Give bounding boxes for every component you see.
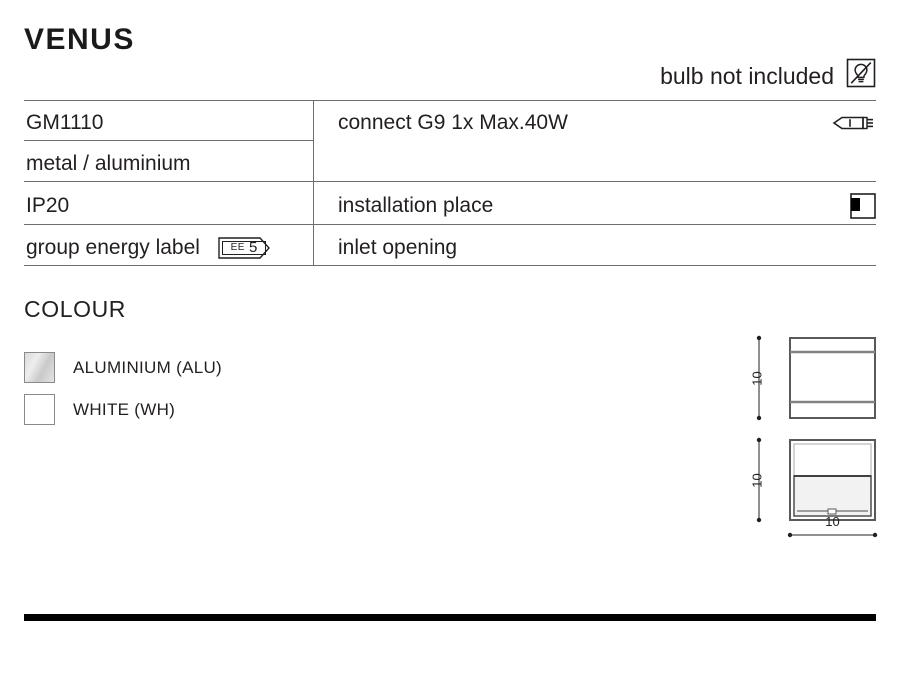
energy-label-badge: EE 5 (218, 237, 270, 259)
energy-label-prefix: EE (230, 242, 245, 253)
dimension-height-front: 10 (749, 371, 765, 386)
swatch-label-white: WHITE (WH) (73, 399, 176, 419)
table-column-divider (313, 101, 314, 265)
dimension-width-side: 10 (825, 514, 840, 529)
technical-drawings: 10 10 10 (735, 330, 885, 545)
table-cell-inlet-opening: inlet opening (338, 236, 458, 259)
table-rule-row2 (24, 181, 876, 182)
table-cell-energy-label-row: group energy label EE 5 (26, 231, 270, 265)
colour-option-white[interactable]: WHITE (WH) (24, 394, 175, 425)
table-cell-model: GM1110 (26, 111, 104, 134)
table-cell-ip-rating: IP20 (26, 194, 70, 217)
drawing-front-view (756, 335, 876, 421)
swatch-aluminium[interactable] (24, 352, 55, 383)
table-cell-connection: connect G9 1x Max.40W (338, 111, 568, 134)
bulb-note: bulb not included (660, 58, 876, 93)
table-rule-row1 (24, 140, 313, 141)
wall-mount-icon (850, 190, 876, 222)
drawing-side-view (756, 437, 878, 538)
dimension-height-side: 10 (749, 473, 765, 488)
bulb-note-label: bulb not included (660, 62, 834, 89)
table-rule-bottom (24, 265, 876, 266)
page-title: VENUS (24, 23, 135, 56)
table-cell-energy-label-text: group energy label (26, 236, 200, 259)
table-rule-top (24, 100, 876, 101)
g9-capsule-lamp-icon (832, 108, 876, 138)
table-rule-row3 (24, 224, 876, 225)
table-cell-material: metal / aluminium (26, 152, 191, 175)
energy-label-value: 5 (248, 239, 258, 256)
colour-section-heading: COLOUR (24, 296, 127, 322)
colour-option-aluminium[interactable]: ALUMINIUM (ALU) (24, 352, 222, 383)
table-cell-installation-place: installation place (338, 194, 494, 217)
swatch-white[interactable] (24, 394, 55, 425)
spec-table: GM1110 connect G9 1x Max.40W metal / alu… (24, 100, 876, 266)
bulb-not-included-icon (846, 58, 876, 93)
swatch-label-aluminium: ALUMINIUM (ALU) (73, 357, 223, 377)
footer-bar (24, 614, 876, 621)
